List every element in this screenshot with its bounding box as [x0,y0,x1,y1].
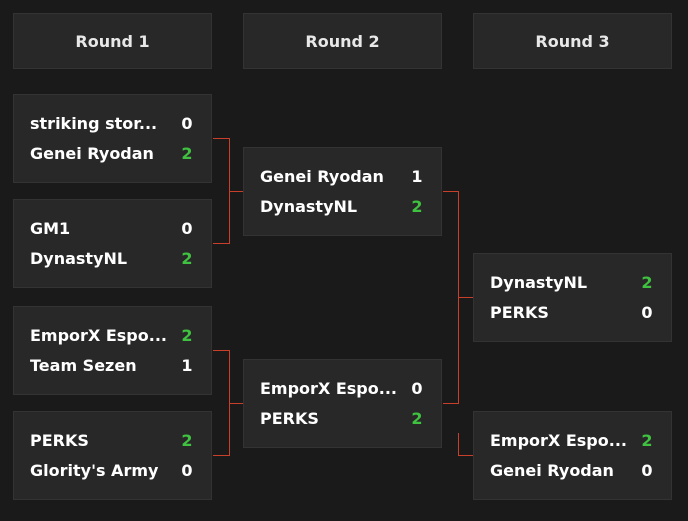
team-row[interactable]: EmporX Espo... 2 [490,425,655,455]
team-name: PERKS [30,430,89,450]
team-name: EmporX Espo... [30,325,167,345]
team-row[interactable]: GM1 0 [30,213,195,243]
score: 0 [181,218,193,238]
match-r1m4[interactable]: PERKS 2 Glority's Army 0 [13,411,212,500]
team-name: GM1 [30,218,71,238]
match-r2m1[interactable]: Genei Ryodan 1 DynastyNL 2 [243,147,442,236]
round-3-header: Round 3 [473,13,672,69]
score: 2 [181,325,193,345]
round-1-header: Round 1 [13,13,212,69]
team-row[interactable]: Genei Ryodan 1 [260,161,425,191]
match-r1m2[interactable]: GM1 0 DynastyNL 2 [13,199,212,288]
score: 1 [411,166,423,186]
connector-r3m2-in [458,433,473,456]
connector-r1m3-r2m2 [213,350,230,456]
team-row[interactable]: striking stor... 0 [30,108,195,138]
team-name: EmporX Espo... [490,430,627,450]
team-row[interactable]: PERKS 2 [260,403,425,433]
score: 0 [641,302,653,322]
score: 2 [181,248,193,268]
score: 2 [181,430,193,450]
score: 1 [181,355,193,375]
score: 0 [181,113,193,133]
team-row[interactable]: EmporX Espo... 2 [30,320,195,350]
score: 2 [641,430,653,450]
score: 2 [181,143,193,163]
score: 0 [641,460,653,480]
team-name: PERKS [260,408,319,428]
team-row[interactable]: Team Sezen 1 [30,350,195,380]
team-name: Glority's Army [30,460,159,480]
team-name: Team Sezen [30,355,137,375]
team-row[interactable]: Genei Ryodan 0 [490,455,655,485]
team-name: DynastyNL [260,196,358,216]
connector-r1m1-r2m1 [213,138,230,244]
team-name: Genei Ryodan [30,143,154,163]
team-row[interactable]: DynastyNL 2 [260,191,425,221]
round-2-header: Round 2 [243,13,442,69]
team-row[interactable]: DynastyNL 2 [30,243,195,273]
team-row[interactable]: EmporX Espo... 0 [260,373,425,403]
score: 0 [411,378,423,398]
team-name: EmporX Espo... [260,378,397,398]
team-name: Genei Ryodan [260,166,384,186]
score: 2 [641,272,653,292]
match-r1m3[interactable]: EmporX Espo... 2 Team Sezen 1 [13,306,212,395]
match-r3m1[interactable]: DynastyNL 2 PERKS 0 [473,253,672,342]
team-row[interactable]: Genei Ryodan 2 [30,138,195,168]
team-name: PERKS [490,302,549,322]
team-name: striking stor... [30,113,158,133]
team-row[interactable]: DynastyNL 2 [490,267,655,297]
match-r1m1[interactable]: striking stor... 0 Genei Ryodan 2 [13,94,212,183]
score: 2 [411,196,423,216]
score: 0 [181,460,193,480]
connector-r2-r3m1 [443,191,459,404]
team-row[interactable]: PERKS 0 [490,297,655,327]
team-name: Genei Ryodan [490,460,614,480]
team-row[interactable]: Glority's Army 0 [30,455,195,485]
match-r2m2[interactable]: EmporX Espo... 0 PERKS 2 [243,359,442,448]
team-name: DynastyNL [490,272,588,292]
team-row[interactable]: PERKS 2 [30,425,195,455]
match-r3m2[interactable]: EmporX Espo... 2 Genei Ryodan 0 [473,411,672,500]
team-name: DynastyNL [30,248,128,268]
score: 2 [411,408,423,428]
